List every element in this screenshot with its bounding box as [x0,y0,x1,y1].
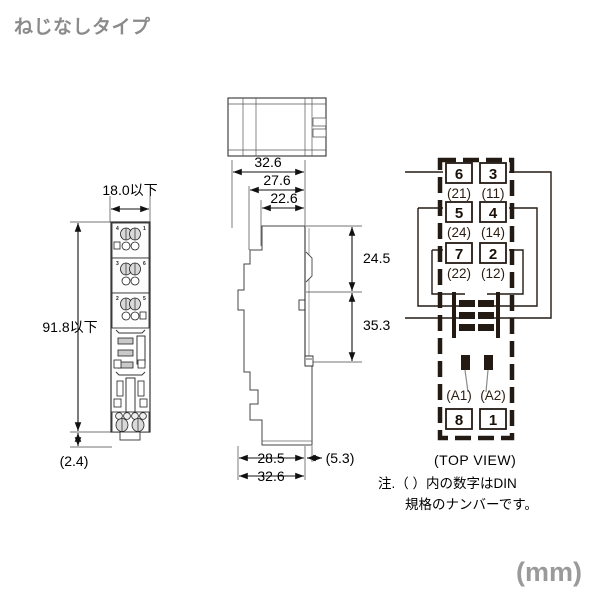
side-dim-right-1-label: 24.5 [363,250,390,266]
unit-label: (mm) [516,557,582,587]
svg-text:6: 6 [143,261,146,267]
terminal-4-din: (14) [481,225,505,240]
front-terminal-block-1: 4 1 [111,222,150,259]
front-view-body: 4 1 3 6 [110,221,151,441]
front-terminal-block-2: 3 6 [111,257,150,294]
side-view-group: 32.6 27.6 22.6 [227,97,390,484]
front-height-dimension: 91.8以下 [42,223,98,431]
front-width-dimension: 18.0以下 [102,182,158,213]
side-dim-bottom-3-label: 32.6 [257,468,284,484]
side-dim-bottom-28-5: 28.5 [239,450,304,466]
terminal-3-number: 3 [489,166,497,183]
side-view-body [237,225,314,446]
top-view-bus-left [452,292,456,338]
side-top-witness-lines [231,160,306,250]
front-width-label: 18.0以下 [102,182,157,198]
svg-text:4: 4 [116,226,119,232]
side-dim-top-32-6: 32.6 [233,154,304,176]
din-note-line-2: 規格のナンバーです。 [378,496,538,512]
din-note: 注.（ ）内の数字はDIN 規格のナンバーです。 [378,474,538,516]
side-dim-top-22-6: 22.6 [262,190,304,212]
top-view-wiring [405,171,552,319]
terminal-2: 2 (12) [479,242,507,281]
svg-text:2: 2 [116,296,119,302]
side-dim-right-2-label: 35.3 [363,317,390,333]
front-label-section [113,329,146,376]
top-view-bus-right [496,292,500,338]
top-view-contact-blades [459,300,494,331]
terminal-7-din: (22) [447,266,471,281]
coil-terminal-1: (A2) 1 [479,388,507,430]
side-dim-top-1-label: 32.6 [254,154,281,170]
top-view-coil-pins [461,355,493,393]
svg-text:3: 3 [116,261,119,267]
svg-text:1: 1 [143,226,146,232]
front-bottom-terminals [111,411,150,441]
side-dim-top-3-label: 22.6 [270,190,297,206]
side-dim-top-2-label: 27.6 [263,172,290,188]
terminal-4-number: 4 [489,205,498,222]
side-dim-top-27-6: 27.6 [250,172,304,194]
coil-terminal-1-din: (A2) [480,388,506,403]
front-foot-dimension: (2.4) [60,433,89,469]
top-view-group: 6 (21) 3 (11) 5 (24) 4 (14) [405,157,552,441]
front-view-witness-lines [70,196,151,448]
terminal-4: 4 (14) [479,201,507,240]
coil-terminal-8: (A1) 8 [445,388,473,430]
page-title: ねじなしタイプ [14,17,151,38]
front-height-label: 91.8以下 [42,319,97,335]
side-dim-bottom-1-label: 28.5 [257,450,284,466]
terminal-2-din: (12) [481,266,505,281]
side-dim-right-35-3: 35.3 [348,293,390,361]
front-view-group: 18.0以下 91.8以下 (2.4) [42,182,157,469]
side-dim-right-24-5: 24.5 [348,227,390,291]
coil-terminal-8-din: (A1) [446,388,472,403]
terminal-7-number: 7 [455,246,463,263]
terminal-6: 6 (21) [445,162,473,201]
top-view-socket-outline [437,157,515,441]
terminal-2-number: 2 [489,246,497,263]
terminal-3-din: (11) [481,186,504,201]
front-foot-label: (2.4) [60,453,89,469]
coil-terminal-8-number: 8 [455,412,463,429]
terminal-5-din: (24) [447,225,471,240]
din-note-line-1: 注.（ ）内の数字はDIN [378,476,517,491]
front-terminal-block-3: 2 5 [111,292,150,329]
terminal-7: 7 (22) [445,242,473,281]
terminal-5: 5 (24) [445,201,473,240]
coil-terminal-1-number: 1 [489,412,497,429]
side-dim-bottom-2-label: (5.3) [326,450,355,466]
terminal-6-number: 6 [455,166,463,183]
terminal-6-din: (21) [447,186,471,201]
side-dim-bottom-32-6: 32.6 [239,468,304,484]
side-dim-bottom-5-3: (5.3) [307,450,354,466]
terminal-5-number: 5 [455,205,463,222]
side-right-witness-lines [306,225,362,363]
terminal-3: 3 (11) [479,162,507,201]
front-din-clip-section [113,377,148,413]
top-view-caption: (TOP VIEW) [434,452,517,468]
svg-text:5: 5 [143,296,146,302]
side-view-top-plan [227,97,327,157]
